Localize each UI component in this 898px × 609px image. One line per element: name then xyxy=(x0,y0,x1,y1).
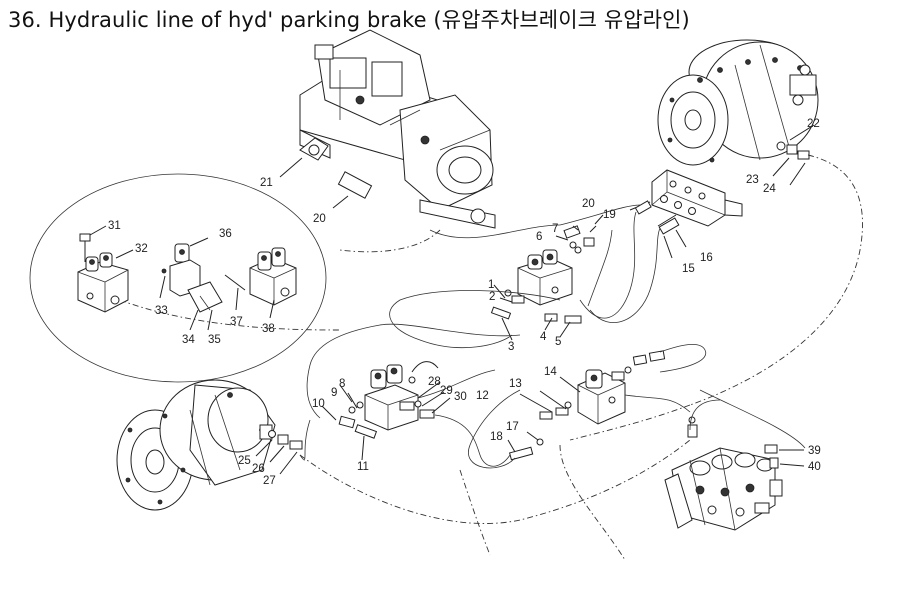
callout-14: 14 xyxy=(544,366,557,378)
callout-37: 37 xyxy=(230,316,243,328)
pump-fittings xyxy=(279,137,373,209)
callout-8: 8 xyxy=(339,378,345,390)
callout-3: 3 xyxy=(508,341,514,353)
callout-10: 10 xyxy=(312,398,325,410)
callout-2: 2 xyxy=(489,291,495,303)
motor-fittings-right xyxy=(772,124,815,186)
callout-31: 31 xyxy=(108,220,121,232)
callout-5: 5 xyxy=(555,336,561,348)
callout-33: 33 xyxy=(155,305,168,317)
callout-13: 13 xyxy=(509,378,522,390)
callout-21: 21 xyxy=(260,177,273,189)
callout-35: 35 xyxy=(208,334,221,346)
callout-27: 27 xyxy=(263,475,276,487)
travel-motor-right xyxy=(657,39,819,166)
callout-22: 22 xyxy=(807,118,820,130)
callout-4: 4 xyxy=(540,331,547,343)
callout-36: 36 xyxy=(219,228,232,240)
callout-19: 19 xyxy=(603,209,616,221)
callout-29: 29 xyxy=(440,385,453,397)
inset-parts xyxy=(77,225,297,331)
callout-labels: 1 2 3 4 5 6 7 8 9 10 11 12 13 14 15 16 1… xyxy=(108,118,821,487)
callout-6: 6 xyxy=(536,231,542,243)
brake-valve-upper xyxy=(490,214,604,341)
callout-34: 34 xyxy=(182,334,195,346)
callout-30: 30 xyxy=(454,391,467,403)
callout-9: 9 xyxy=(331,387,337,399)
callout-20-pump: 20 xyxy=(313,213,326,225)
callout-1: 1 xyxy=(488,279,494,291)
hydraulic-pump xyxy=(299,29,496,229)
callout-11: 11 xyxy=(357,461,369,473)
callout-15: 15 xyxy=(682,263,695,275)
callout-32: 32 xyxy=(135,243,148,255)
callout-38: 38 xyxy=(262,323,275,335)
callout-23: 23 xyxy=(746,174,759,186)
callout-24: 24 xyxy=(763,183,776,195)
brake-valve-lower-right xyxy=(507,350,666,461)
callout-18: 18 xyxy=(490,431,503,443)
callout-26: 26 xyxy=(252,463,265,475)
hydraulic-lines xyxy=(29,154,863,561)
page-title: 36. Hydraulic line of hyd' parking brake… xyxy=(8,8,690,32)
callout-12: 12 xyxy=(476,390,489,402)
callout-40: 40 xyxy=(808,461,821,473)
callout-28: 28 xyxy=(428,376,441,388)
manifold-block xyxy=(629,169,743,259)
callout-7: 7 xyxy=(552,223,558,235)
callout-20-upper: 20 xyxy=(582,198,595,210)
brake-valve-lower-left xyxy=(321,361,451,461)
main-control-valve xyxy=(664,416,805,531)
callout-17: 17 xyxy=(506,421,519,433)
callout-16: 16 xyxy=(700,252,713,264)
callout-39: 39 xyxy=(808,445,821,457)
travel-motor-left xyxy=(116,379,303,511)
callout-25: 25 xyxy=(238,455,251,467)
